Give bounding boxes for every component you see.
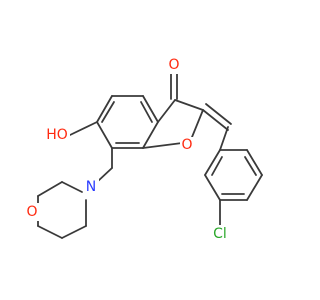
bond <box>246 174 263 201</box>
bond <box>244 156 257 176</box>
carbonyl-oxygen-label: O <box>168 57 179 73</box>
bond <box>204 149 221 176</box>
molecule-structure: O O HO N O Cl <box>24 56 263 243</box>
bond <box>37 181 63 197</box>
bond <box>37 225 63 239</box>
amine-nitrogen-label: N <box>86 179 96 195</box>
bond <box>61 225 87 239</box>
amine-nitrogen: N <box>83 179 99 197</box>
hydroxyl-group: HO <box>44 126 70 144</box>
bond <box>202 109 229 131</box>
morpholine-oxygen-label: O <box>26 204 37 220</box>
bond <box>211 156 223 176</box>
bond <box>142 95 159 123</box>
bond <box>204 174 221 201</box>
hydroxyl-label: HO <box>46 127 68 143</box>
bond <box>61 181 83 193</box>
ring-oxygen-label: O <box>181 137 192 153</box>
bond <box>174 99 204 111</box>
ring-oxygen: O <box>180 137 194 153</box>
chlorine-atom: Cl <box>208 225 232 243</box>
bond <box>246 149 263 176</box>
atom-labels: O O HO N O Cl <box>24 56 232 243</box>
bond <box>96 95 113 123</box>
carbonyl-oxygen: O <box>166 56 182 74</box>
bond <box>140 101 153 123</box>
chlorine-label: Cl <box>213 226 227 242</box>
bond <box>219 126 229 151</box>
bond <box>69 121 98 136</box>
bond <box>205 103 232 125</box>
bond <box>189 109 204 143</box>
bond <box>96 167 113 183</box>
bond-lines <box>37 72 263 239</box>
bond <box>101 101 115 123</box>
bond <box>157 99 176 123</box>
bond <box>142 121 159 149</box>
morpholine-oxygen: O <box>24 203 40 221</box>
bond <box>96 121 113 149</box>
